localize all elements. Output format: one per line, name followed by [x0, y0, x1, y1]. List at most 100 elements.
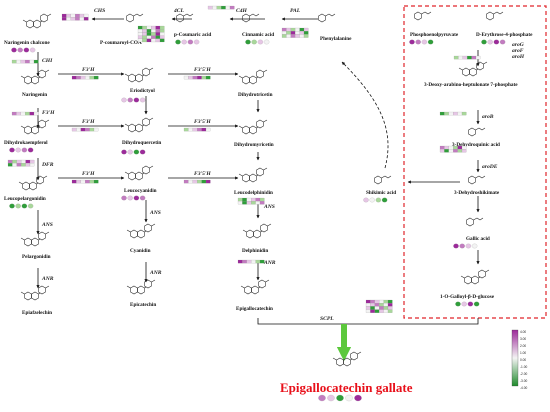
heatmap-cell	[137, 35, 143, 39]
heatmap-cell	[183, 75, 189, 80]
metabolite-dot	[139, 195, 146, 201]
dots-dihydrokaempferol	[9, 147, 34, 153]
heatmap-cell	[93, 127, 99, 132]
heatmap-cell	[458, 55, 463, 60]
structure-glucogallin	[460, 269, 490, 285]
label-dahp: 3-Deoxy-arabino-heptulonate 7-phosphate	[424, 82, 518, 88]
metabolite-dot	[121, 97, 127, 103]
metabolite-dot	[133, 195, 140, 201]
heatmap-cell	[16, 59, 21, 64]
heatmap-cell	[12, 159, 17, 164]
heatmap-cell	[251, 197, 256, 202]
enzyme-anr-left: ANR	[41, 276, 54, 282]
heatmap-cell	[25, 163, 31, 167]
heatmap-cell	[221, 5, 226, 10]
dots-gallic	[453, 243, 478, 249]
enzyme-anr-right: ANR	[263, 260, 276, 266]
heatmap-cell	[379, 299, 384, 304]
heatmap-f3h-row3	[71, 179, 99, 184]
dots-leucocyanidin	[121, 195, 146, 201]
heatmap-cell	[379, 309, 384, 313]
heatmap-cell	[25, 111, 30, 116]
enzyme-f35h-row2: F3'5'H	[194, 119, 211, 125]
metabolite-dot	[181, 39, 187, 45]
heatmap-cell	[197, 127, 202, 132]
metabolite-dot	[193, 39, 200, 45]
structure-naringenin	[20, 69, 50, 85]
heatmap-cell	[142, 25, 147, 30]
metabolite-dot	[23, 47, 30, 53]
color-scale-legend: 4.00 3.00 2.00 1.00 0.00 -1.00 -2.00 -3.…	[511, 329, 527, 390]
heatmap-cell	[192, 75, 198, 80]
heatmap-cell	[192, 127, 198, 132]
dots-erythrose-phosphate	[481, 39, 506, 45]
heatmap-cell	[146, 35, 152, 39]
heatmap-cell	[155, 35, 161, 39]
heatmap-cell	[11, 59, 17, 64]
metabolite-dot	[121, 195, 127, 201]
heatmap-cell	[212, 5, 217, 10]
metabolite-dot	[461, 301, 467, 307]
heatmap-cell	[365, 306, 371, 310]
heatmap-cell	[79, 17, 85, 21]
heatmap-cell	[83, 17, 89, 21]
heatmap-cell	[303, 27, 309, 32]
dots-glucogallin	[455, 301, 480, 307]
structure-naringenin-chalcone	[22, 13, 52, 29]
heatmap-cell	[188, 127, 193, 132]
metabolite-dot	[471, 243, 478, 249]
legend-tick: 3.00	[520, 337, 526, 341]
metabolite-dot	[175, 39, 181, 45]
label-delphinidin: Delphinidin	[242, 248, 268, 254]
structure-egcg	[332, 351, 362, 367]
heatmap-cell	[259, 201, 265, 205]
heatmap-cell	[155, 32, 161, 36]
heatmap-cell	[183, 179, 189, 184]
heatmap-cell	[80, 75, 86, 80]
heatmap-dfr	[7, 159, 35, 167]
heatmap-cell	[242, 201, 247, 205]
enzyme-ans-right: ANS	[263, 204, 275, 210]
structure-epiafzelechin	[20, 285, 50, 301]
metabolite-dot	[421, 39, 428, 45]
heatmap-cell	[453, 145, 458, 150]
heatmap-cell	[365, 299, 371, 304]
heatmap-cell	[159, 32, 165, 36]
legend-tick: -2.00	[520, 372, 527, 376]
heatmap-cell	[237, 197, 243, 202]
legend-tick: 0.00	[520, 358, 526, 362]
heatmap-cell	[29, 111, 35, 116]
heatmap-cell	[295, 31, 300, 35]
heatmap-arog	[453, 55, 481, 60]
heatmap-cell	[183, 127, 189, 132]
product-title: Epigallocatechin gallate	[280, 380, 413, 395]
enzyme-4cl: 4CL	[173, 8, 185, 14]
structure-leucopelargonidin	[18, 175, 48, 191]
heatmap-cell	[76, 75, 81, 80]
heatmap-cell	[467, 55, 472, 60]
heatmap-cell	[159, 25, 165, 30]
heatmap-cell	[21, 159, 26, 164]
heatmap-cell	[259, 259, 265, 264]
heatmap-cell	[255, 197, 261, 202]
enzyme-c4h: C4H	[236, 8, 248, 14]
heatmap-cell	[255, 201, 261, 205]
metabolite-dot	[187, 39, 194, 45]
enzyme-ans-left: ANS	[41, 222, 53, 228]
heatmap-cell	[197, 75, 202, 80]
pathway-arrows	[36, 17, 480, 362]
metabolite-dot	[369, 197, 375, 203]
structure-cyanidin	[126, 223, 156, 239]
metabolite-dot	[245, 39, 251, 45]
heatmap-cell	[255, 259, 261, 264]
heatmap-cell	[76, 179, 81, 184]
heatmap-cell	[471, 55, 477, 60]
enzyme-f3h: F3'H	[42, 110, 55, 116]
heatmap-f3h	[11, 111, 39, 116]
heatmap-chi	[11, 59, 39, 64]
enzyme-f3h-row3: F3'H	[82, 171, 95, 177]
structure-cinnamic-acid	[242, 13, 260, 23]
heatmap-cell	[457, 149, 463, 153]
label-cyanidin: Cyanidin	[130, 248, 151, 254]
